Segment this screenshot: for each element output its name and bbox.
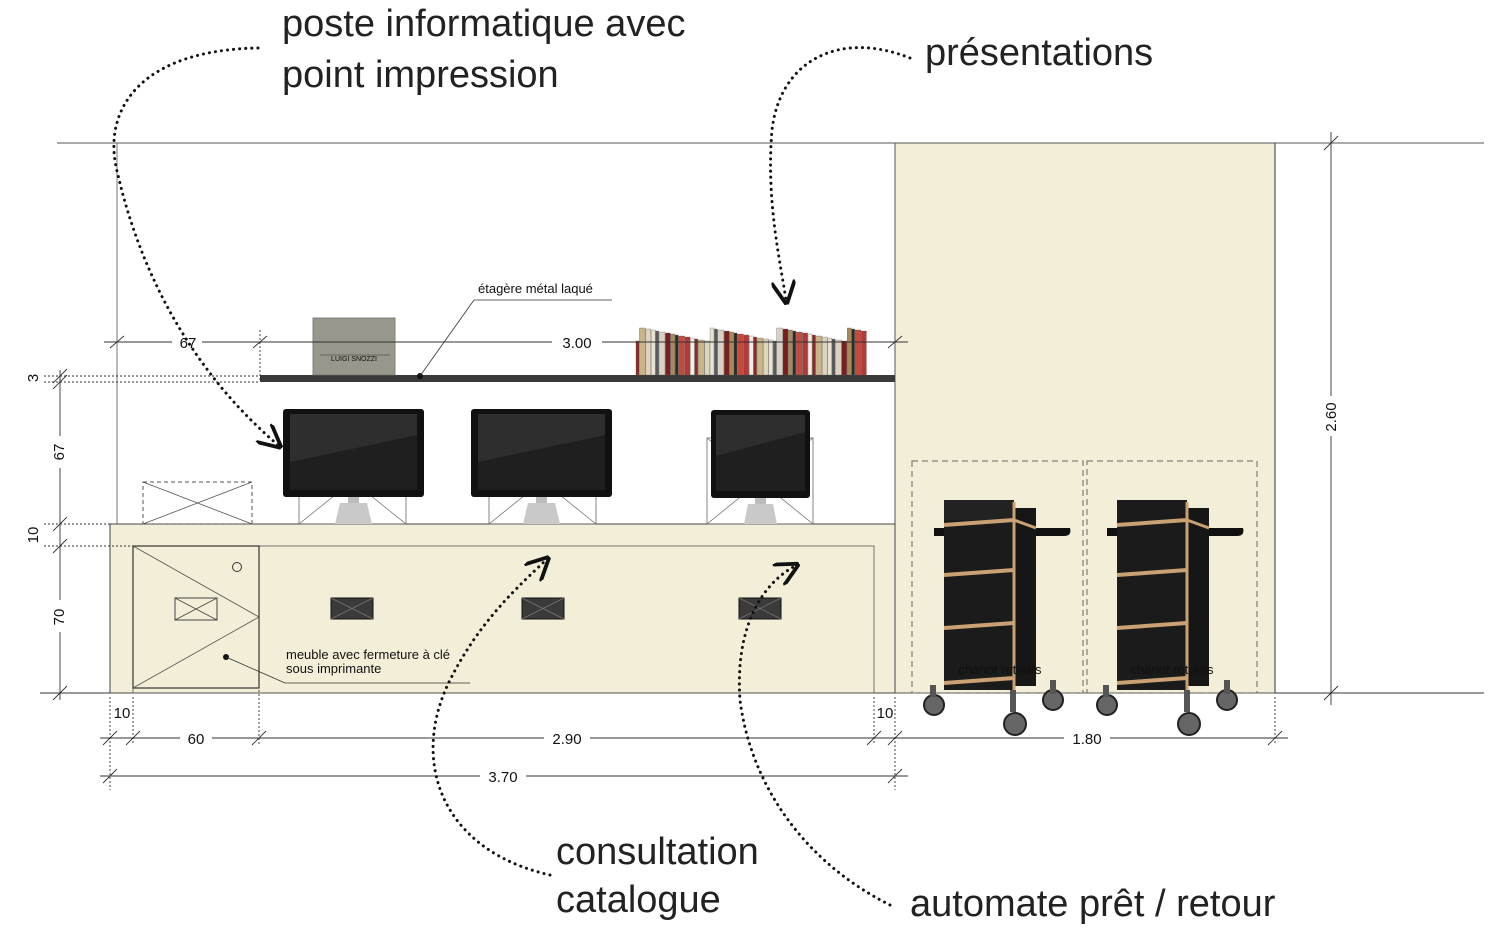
book-spine — [655, 330, 659, 376]
dim-300: 3.00 — [562, 335, 591, 352]
cart-zone-1 — [911, 460, 1084, 694]
book-spine — [861, 330, 867, 376]
book-spine — [670, 333, 675, 376]
book-spine — [792, 330, 796, 376]
book-spine — [737, 333, 744, 376]
book-spine — [773, 340, 777, 376]
dim-180: 1.80 — [1072, 731, 1101, 748]
book-spine — [749, 335, 754, 376]
book-spine — [635, 340, 640, 376]
book-spine — [788, 329, 793, 376]
book-spine — [822, 336, 828, 376]
book-spine — [698, 339, 705, 376]
book-spine — [835, 339, 842, 376]
shelf-label: étagère métal laqué — [478, 281, 593, 296]
book-spine — [776, 327, 783, 376]
book-spine — [714, 328, 718, 376]
book-spine — [807, 333, 813, 376]
lock-icon — [232, 562, 242, 572]
annotation-poste-line2: point impression — [282, 54, 559, 96]
dimension-lines — [44, 132, 1339, 790]
dim-10-right: 10 — [877, 705, 894, 722]
annotation-automate: automate prêt / retour — [910, 883, 1276, 925]
book-spine — [802, 332, 808, 376]
dim-67-top: 67 — [180, 335, 197, 352]
book-spine — [684, 336, 691, 376]
cart-zone-2 — [1086, 460, 1258, 694]
metal-shelf — [260, 375, 895, 382]
book-title: LUIGI SNOZZI — [331, 356, 377, 363]
book-spine — [812, 334, 816, 376]
book-spine — [815, 335, 822, 376]
printer-box — [142, 481, 253, 525]
cabinet-label-1: meuble avec fermeture à clé — [286, 647, 450, 662]
dim-70: 70 — [51, 609, 68, 626]
book-spine — [729, 331, 734, 376]
book-spine — [743, 334, 749, 376]
book-spine — [694, 338, 698, 376]
book-spine — [724, 330, 730, 376]
book-spine — [658, 331, 666, 376]
arrow-poste — [112, 46, 278, 445]
return-cart-2 — [1096, 500, 1244, 736]
annotation-presentations: présentations — [925, 32, 1154, 74]
book-spine — [675, 334, 679, 376]
dim-260: 2.60 — [1323, 402, 1340, 431]
book-spine — [717, 329, 724, 376]
arrow-consultation — [431, 560, 550, 877]
annotation-poste-line1: poste informatique avec — [282, 3, 686, 45]
book-spine — [639, 327, 646, 376]
monitor-1 — [283, 409, 424, 525]
cabinet-label-2: sous imprimante — [286, 661, 381, 676]
book-row — [635, 327, 867, 376]
annotation-consultation-line2: catalogue — [556, 879, 721, 921]
book-spine — [678, 335, 685, 376]
dim-370: 3.70 — [488, 769, 517, 786]
book-spine — [841, 340, 847, 376]
book — [312, 317, 396, 376]
dim-3: 3 — [25, 374, 42, 382]
book-spine — [665, 332, 671, 376]
book-spine — [753, 336, 757, 376]
book-spine — [690, 337, 695, 376]
monitor-2 — [471, 409, 612, 525]
dim-10-left: 10 — [114, 705, 131, 722]
dim-60: 60 — [188, 731, 205, 748]
book-spine — [851, 328, 855, 376]
book-spine — [651, 329, 656, 376]
printer-symbol — [174, 597, 218, 621]
book-spine — [827, 337, 832, 376]
dim-10-side: 10 — [25, 527, 42, 544]
book-spine — [704, 340, 710, 376]
book-spine — [709, 327, 715, 376]
monitor-3 — [706, 410, 814, 525]
book-spine — [768, 339, 773, 376]
dim-290: 2.90 — [552, 731, 581, 748]
book-spine — [796, 331, 803, 376]
book-spine — [854, 329, 862, 376]
book-spine — [756, 337, 764, 376]
book-spine — [763, 338, 769, 376]
book-spine — [733, 332, 738, 376]
dim-67-side: 67 — [51, 444, 68, 461]
book-spine — [847, 327, 852, 376]
arrow-automate — [737, 566, 892, 907]
cart-2-label: chariot retours — [1130, 662, 1214, 677]
book-spine — [645, 328, 651, 376]
book-spine — [782, 328, 789, 376]
annotation-consultation-line1: consultation — [556, 831, 759, 873]
book-spine — [831, 338, 836, 376]
cart-1-label: chariot retours — [958, 662, 1042, 677]
return-cart-1 — [923, 500, 1071, 736]
arrow-presentations — [769, 46, 912, 300]
cabinet-door-swing — [132, 545, 260, 689]
annotation-arrows — [112, 46, 912, 907]
